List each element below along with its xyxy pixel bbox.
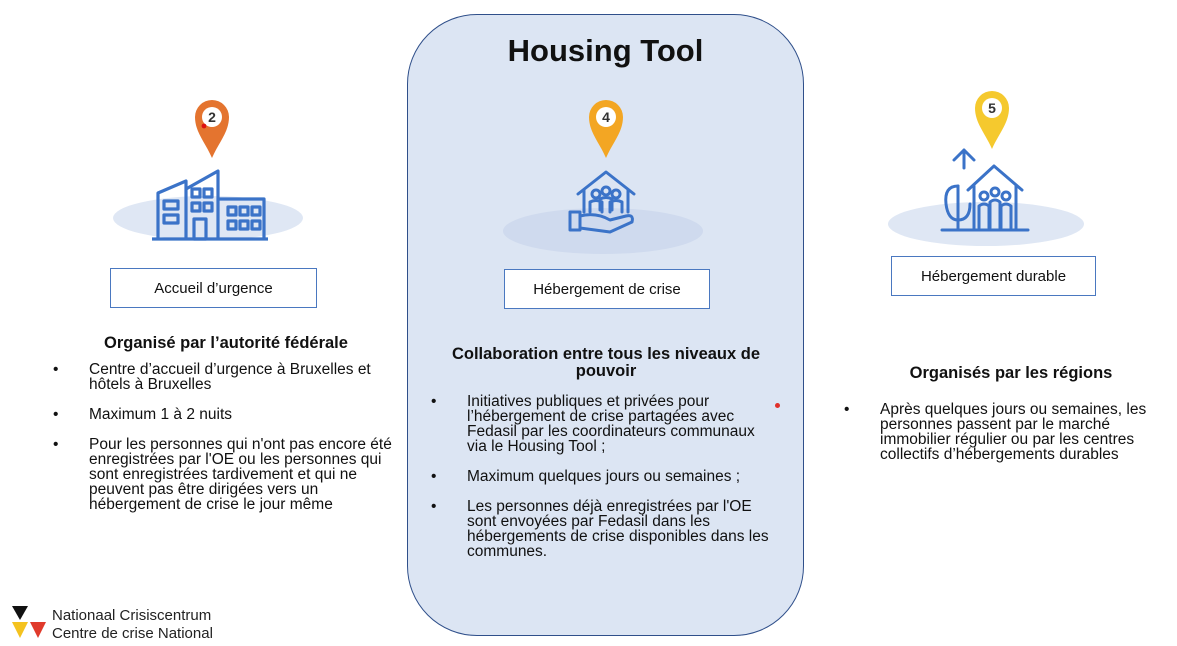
map-pin-icon: 2 <box>195 100 229 158</box>
icon-backdrop <box>888 202 1084 246</box>
bullet-list: Centre d’accueil d’urgence à Bruxelles e… <box>53 362 405 527</box>
list-item: Maximum quelques jours ou semaines ; <box>431 469 777 485</box>
map-pin-icon: 4 <box>589 100 623 158</box>
list-item: Centre d’accueil d’urgence à Bruxelles e… <box>53 362 405 393</box>
crisis-centre-logo-icon <box>12 606 46 638</box>
pin-number: 5 <box>988 100 996 116</box>
logo-line-2: Centre de crise National <box>52 625 213 642</box>
label-box-accueil: Accueil d’urgence <box>110 268 317 308</box>
list-item: Initiatives publiques et privées pour l’… <box>431 394 777 455</box>
list-item: Pour les personnes qui n'ont pas encore … <box>53 437 405 513</box>
list-item: Les personnes déjà enregistrées par l'OE… <box>431 499 777 560</box>
list-item: Après quelques jours ou semaines, les pe… <box>844 402 1174 463</box>
pin-number: 2 <box>208 109 216 125</box>
red-dot-marker <box>775 403 780 408</box>
map-pin-icon: 5 <box>975 91 1009 149</box>
logo-line-1: Nationaal Crisiscentrum <box>52 607 212 624</box>
list-item: Maximum 1 à 2 nuits <box>53 407 405 423</box>
family-house-icon <box>940 148 1030 232</box>
label-box-crise: Hébergement de crise <box>504 269 710 309</box>
page-title: Housing Tool <box>507 33 704 68</box>
column-heading: Organisé par l’autorité fédérale <box>104 334 348 352</box>
building-icon <box>152 169 268 241</box>
column-heading: Collaboration entre tous les niveaux de … <box>451 345 761 380</box>
bullet-list: Initiatives publiques et privées pour l’… <box>431 394 777 574</box>
house-in-hand-icon <box>568 170 636 234</box>
bullet-list: Après quelques jours ou semaines, les pe… <box>844 402 1174 477</box>
label-box-durable: Hébergement durable <box>891 256 1096 296</box>
pin-number: 4 <box>602 109 610 125</box>
column-heading: Organisés par les régions <box>909 364 1113 382</box>
